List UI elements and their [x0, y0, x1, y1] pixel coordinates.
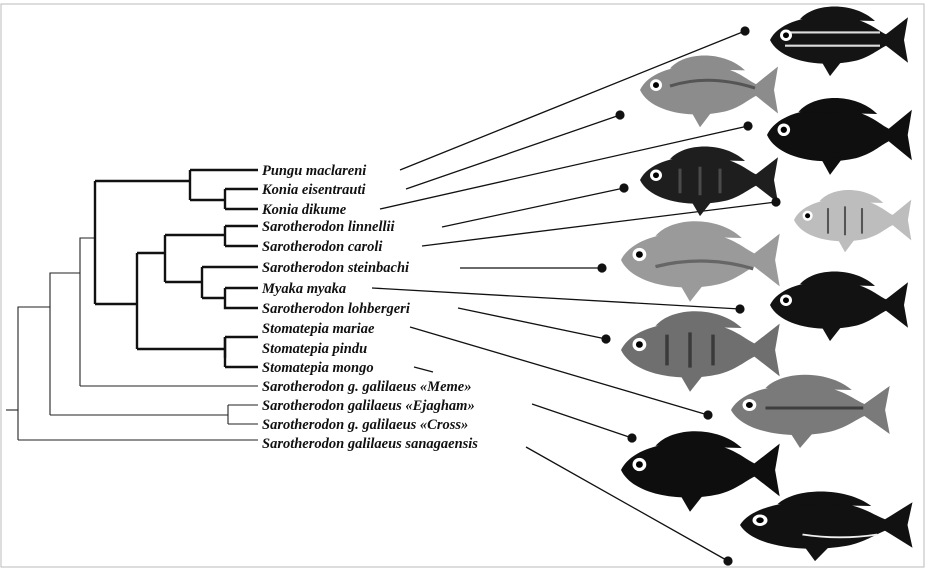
leader-line [442, 188, 624, 227]
taxon-label: Konia eisentrauti [261, 182, 366, 198]
leader-dot [771, 197, 780, 206]
taxon-label: Konia dikume [261, 202, 347, 218]
tree-branch-linnellii-lohbergeri [165, 226, 258, 308]
tree-branch-lake-root [95, 181, 190, 304]
leader-dot [619, 183, 628, 192]
taxon-labels: Pungu maclareni Konia eisentrauti Konia … [261, 163, 478, 452]
taxon-label: Myaka myaka [261, 281, 346, 297]
leader-dot [597, 263, 606, 272]
taxon-label: Stomatepia pindu [262, 341, 367, 357]
leader-line [532, 404, 632, 438]
taxon-label: Stomatepia mongo [262, 360, 374, 376]
leader-dot [740, 26, 749, 35]
fish-icon [770, 7, 908, 77]
tree-branch-stomatepia [225, 337, 258, 367]
leader-dot [735, 304, 744, 313]
fish-icon [640, 55, 778, 127]
taxon-label: Sarotherodon steinbachi [262, 260, 409, 276]
leader-line [458, 308, 606, 339]
taxon-label: Sarotherodon lohbergeri [262, 301, 410, 317]
taxon-label: Sarotherodon galilaeus sanagaensis [262, 436, 478, 452]
leader-line [414, 367, 433, 372]
fish-icon [621, 221, 780, 302]
fish-gallery [621, 7, 913, 562]
fish-icon [770, 272, 908, 342]
fish-icon [621, 431, 780, 512]
leader-dot [627, 433, 636, 442]
fish-icon [794, 190, 911, 252]
leader-dot [743, 121, 752, 130]
leader-line [406, 115, 620, 189]
taxon-label: Sarotherodon g. galilaeus «Cross» [262, 417, 468, 433]
fish-icon [740, 492, 913, 562]
taxon-label: Pungu maclareni [262, 163, 366, 179]
taxon-label: Sarotherodon galilaeus «Ejagham» [262, 398, 475, 414]
fish-icon [767, 98, 912, 175]
taxon-label: Sarotherodon caroli [262, 239, 382, 255]
fish-icon [621, 311, 780, 392]
taxon-label: Sarotherodon linnellii [262, 219, 395, 235]
figure-frame [1, 4, 924, 567]
leader-dot [703, 410, 712, 419]
tree [6, 170, 258, 440]
fish-icon [731, 375, 890, 448]
taxon-label: Stomatepia mariae [262, 321, 375, 337]
fish-icon [640, 147, 778, 217]
tree-branch-pungu-konia [190, 170, 258, 209]
tree-branch-meme [80, 238, 258, 386]
leader-dot [601, 334, 610, 343]
leader-dot [723, 556, 732, 565]
taxon-label: Sarotherodon g. galilaeus «Meme» [262, 379, 471, 395]
leader-dot [615, 110, 624, 119]
